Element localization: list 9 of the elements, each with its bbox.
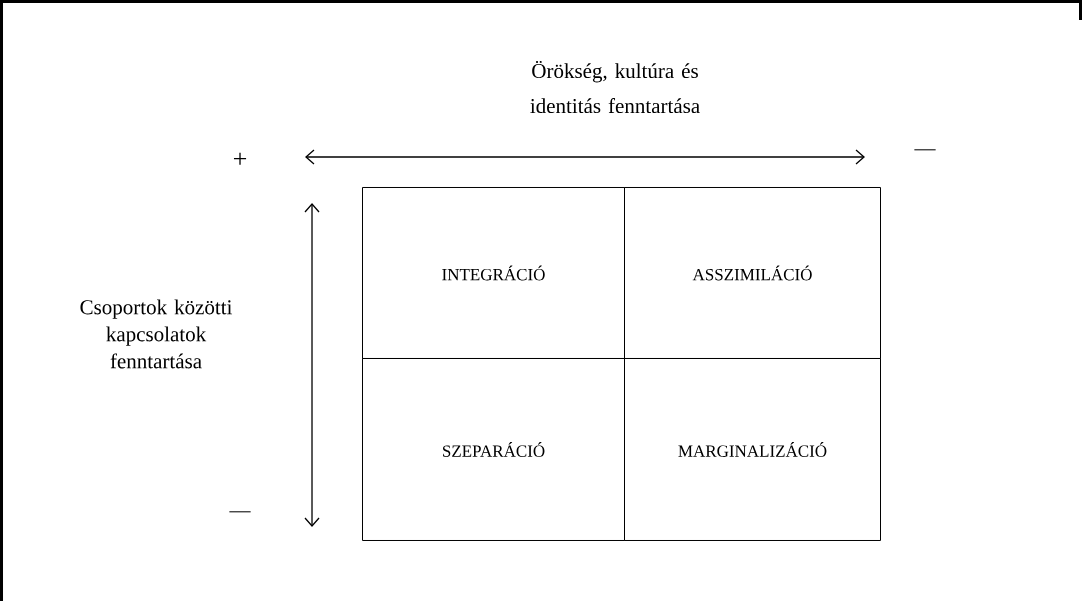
quadrant-cell: MARGINALIZÁCIÓ — [624, 358, 881, 541]
quadrant-cell: ASSZIMILÁCIÓ — [624, 187, 881, 359]
plus-sign: + — [234, 152, 247, 165]
minus-sign: — — [914, 149, 936, 151]
minus-sign: — — [229, 511, 251, 513]
axis-label: Csoportok közötti kapcsolatok fenntartása — [80, 299, 233, 369]
quadrant-cell: SZEPARÁCIÓ — [362, 358, 625, 541]
quadrant-cell: INTEGRÁCIÓ — [362, 187, 625, 359]
axis-label: Örökség, kultúra és identitás fenntartása — [530, 60, 700, 114]
